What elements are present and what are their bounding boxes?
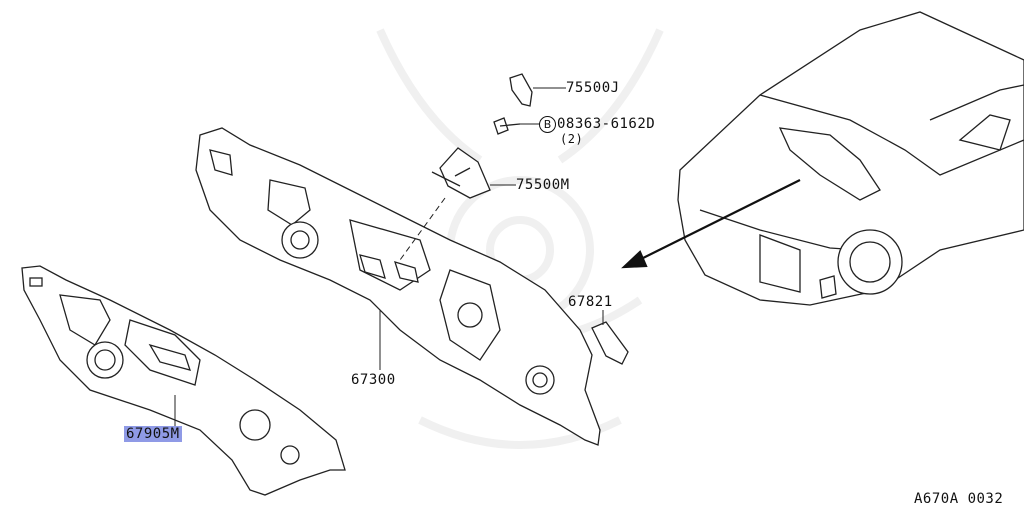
label-75500j: 75500J [566, 80, 620, 96]
pad-67821 [591, 321, 629, 365]
label-bolt-qty: (2) [560, 132, 584, 146]
vehicle-outline [677, 11, 1024, 306]
insulator-67905m [21, 265, 346, 496]
label-75500m: 75500M [516, 177, 570, 193]
location-arrow [621, 179, 801, 269]
insulator-67300 [195, 127, 601, 446]
label-67821: 67821 [568, 294, 613, 310]
bolt-marker-b: B [539, 116, 556, 133]
label-08363-6162d: 08363-6162D [557, 116, 656, 132]
figure-code: A670A 0032 [914, 491, 1004, 507]
bolt-08363 [493, 117, 521, 135]
clip-75500j [509, 73, 533, 107]
bracket-75500m [431, 147, 491, 199]
label-67300: 67300 [351, 372, 396, 388]
leader-lines [174, 87, 604, 430]
label-67905m: 67905M [124, 426, 182, 442]
